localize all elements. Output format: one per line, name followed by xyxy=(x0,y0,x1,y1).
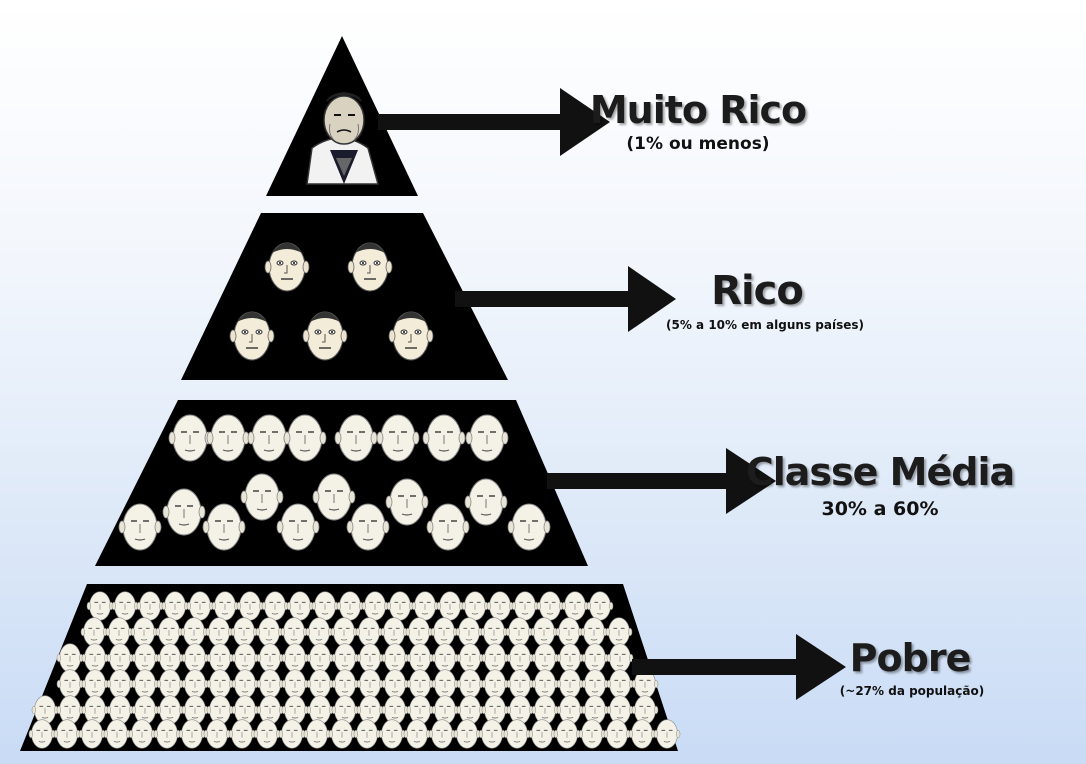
arrow-4 xyxy=(632,634,846,700)
tier-3-label: Classe Média xyxy=(745,450,1015,494)
arrow-2 xyxy=(455,266,676,332)
tier-1-label: Muito Rico xyxy=(589,88,807,132)
arrow-1 xyxy=(378,88,610,156)
boss-illustration xyxy=(306,92,379,185)
tier-4-label: Pobre xyxy=(849,636,972,680)
tier-2-label: Rico xyxy=(711,268,804,314)
tier-3-sublabel: 30% a 60% xyxy=(821,498,939,520)
arrow-3 xyxy=(547,448,776,514)
tier-1-sublabel: (1% ou menos) xyxy=(626,134,770,154)
tier-4-sublabel: (~27% da população) xyxy=(839,684,985,698)
tier-2-sublabel: (5% a 10% em alguns países) xyxy=(666,318,864,332)
